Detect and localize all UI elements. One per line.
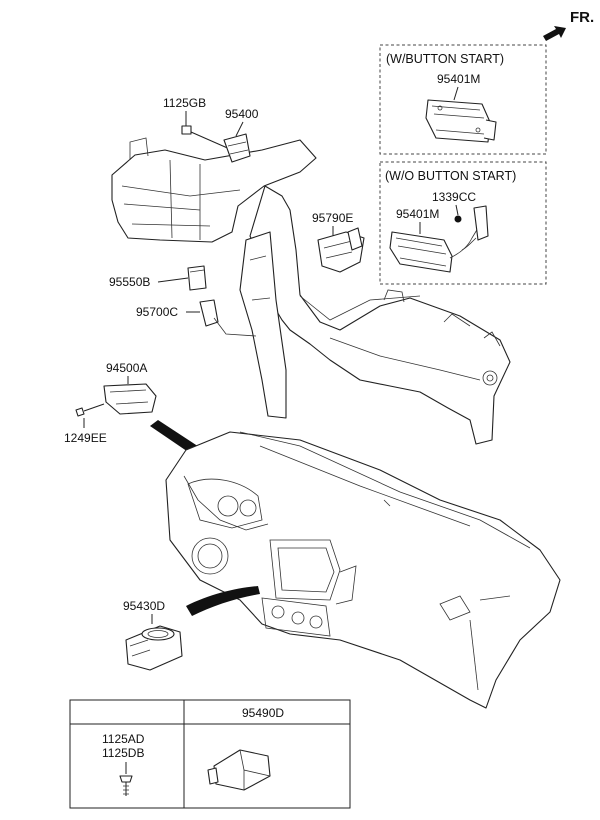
part-95401m-label: 95401M	[437, 72, 480, 86]
relay-95550b-drawing	[187, 265, 207, 291]
legend-table: 95490D 1125AD 1125DB	[69, 699, 351, 809]
screw-1249ee-icon	[75, 403, 105, 417]
inset-button-start: (W/BUTTON START) 95401M	[379, 44, 547, 155]
front-label: FR.	[570, 9, 594, 26]
smart-key-module-drawing	[425, 99, 497, 143]
plug-95490d-icon	[207, 749, 271, 791]
front-arrow-icon	[543, 26, 566, 41]
immobilizer-module-drawing	[389, 205, 489, 273]
inset-no-button-start-title: (W/O BUTTON START)	[385, 169, 516, 183]
legend-col2-header: 95490D	[242, 706, 284, 720]
legend-row-a: 1125AD	[102, 732, 145, 746]
part-95790e-label: 95790E	[312, 211, 353, 225]
inset-button-start-title: (W/BUTTON START)	[386, 52, 504, 66]
sensor-95700c-drawing	[199, 299, 257, 337]
part-95430d-label: 95430D	[123, 599, 165, 613]
front-direction-indicator: FR.	[543, 9, 594, 41]
part-1125gb-label: 1125GB	[163, 96, 206, 110]
screw-1339cc-icon	[454, 215, 462, 223]
part-95400-label: 95400	[225, 107, 259, 121]
part-94500a-label: 94500A	[106, 361, 147, 375]
module-94500a-drawing	[103, 383, 157, 415]
crash-pad-drawing	[165, 431, 561, 709]
bolt-1125gb-icon	[181, 125, 233, 151]
pointer-arrow-lower	[186, 586, 260, 616]
module-95790e-drawing	[317, 227, 365, 273]
part-95700c-label: 95700C	[136, 305, 178, 319]
inset-no-button-start: (W/O BUTTON START) 1339CC 95401M	[379, 161, 547, 285]
control-unit-95400-drawing	[223, 133, 251, 163]
cowl-cross-bar-drawing	[111, 137, 511, 445]
legend-row-b: 1125DB	[102, 746, 144, 760]
part-1339cc-label: 1339CC	[432, 190, 476, 204]
part-95550b-label: 95550B	[109, 275, 150, 289]
part-95401m-alt-label: 95401M	[396, 207, 439, 221]
switch-95430d-drawing	[125, 625, 183, 671]
part-1249ee-label: 1249EE	[64, 431, 107, 445]
bolt-1125ad-icon	[119, 762, 133, 796]
